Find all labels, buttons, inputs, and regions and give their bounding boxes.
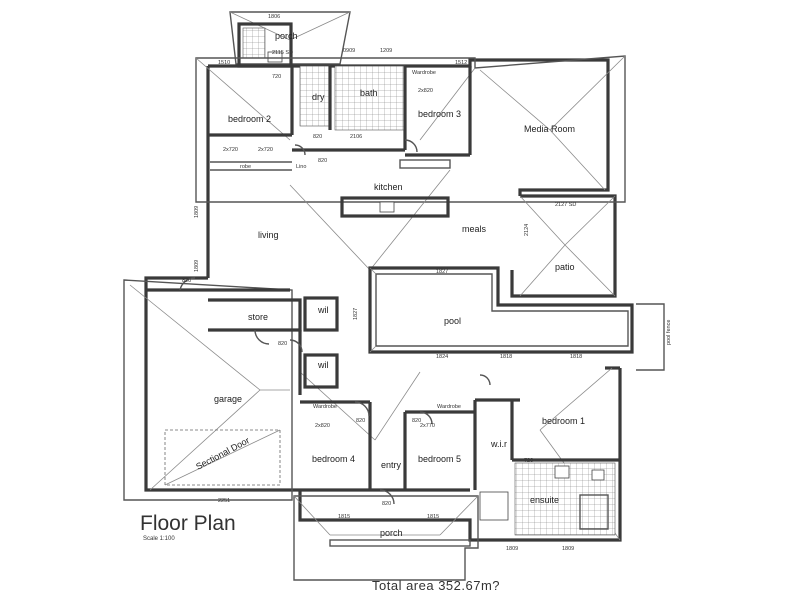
- dim: 820: [382, 501, 391, 507]
- label-robe: robe: [240, 164, 251, 170]
- label-bedroom-4: bedroom 4: [312, 454, 355, 464]
- dim: 1806: [268, 14, 280, 20]
- label-porch-bottom: porch: [380, 528, 403, 538]
- label-media-room: Media Room: [524, 124, 575, 134]
- plan-title: Floor Plan: [140, 512, 236, 535]
- dim: 1209: [380, 48, 392, 54]
- dim: 2x770: [420, 423, 435, 429]
- label-entry: entry: [381, 460, 402, 470]
- store-block: [208, 296, 339, 395]
- label-wil-top: wil: [317, 305, 329, 315]
- label-porch-top: porch: [275, 31, 298, 41]
- dim: 2x720: [223, 147, 238, 153]
- label-wardrobe-2: Wardrobe: [313, 404, 337, 410]
- roof-hip-lines: [123, 55, 626, 581]
- label-garage: garage: [214, 394, 242, 404]
- dim: 2106: [350, 134, 362, 140]
- dim: 1512: [455, 60, 467, 66]
- label-kitchen: kitchen: [374, 182, 403, 192]
- dim: 2115 SD: [272, 50, 293, 56]
- dim: 2x820: [418, 88, 433, 94]
- dim: 820: [412, 418, 421, 424]
- total-area: Total area 352.67m?: [372, 578, 501, 593]
- dim: 820: [356, 418, 365, 424]
- dim: 2127 SD: [555, 202, 576, 208]
- dim: 820: [278, 341, 287, 347]
- label-wil-mid: wil: [317, 360, 329, 370]
- dim: 2251: [218, 498, 230, 504]
- dim: 1815: [427, 514, 439, 520]
- dim: 1824: [436, 354, 448, 360]
- dim: 1827: [436, 269, 448, 275]
- label-wardrobe-3: Wardrobe: [437, 404, 461, 410]
- label-living: living: [258, 230, 279, 240]
- label-bedroom-5: bedroom 5: [418, 454, 461, 464]
- label-bedroom-1: bedroom 1: [542, 416, 585, 426]
- dim: 1815: [338, 514, 350, 520]
- dim: 820: [182, 278, 191, 284]
- door-swings: [179, 139, 491, 505]
- label-wir: w.i.r: [490, 439, 507, 449]
- dim: 1809: [194, 260, 200, 272]
- label-bedroom-2: bedroom 2: [228, 114, 271, 124]
- label-bath: bath: [360, 88, 378, 98]
- dim: 1818: [570, 354, 582, 360]
- dim: 1809: [194, 206, 200, 218]
- label-dry: dry: [312, 92, 325, 102]
- label-lino: Lino: [296, 164, 306, 170]
- dim: 1809: [562, 546, 574, 552]
- label-meals: meals: [462, 224, 487, 234]
- dim: 1827: [353, 308, 359, 320]
- dim: 1809: [506, 546, 518, 552]
- label-sectional-door: Sectional Door: [194, 435, 251, 472]
- dim: 0909: [343, 48, 355, 54]
- interior-walls-top: [208, 65, 472, 171]
- garage-block: [146, 288, 290, 486]
- label-patio: patio: [555, 262, 575, 272]
- label-store: store: [248, 312, 268, 322]
- dim: 1818: [500, 354, 512, 360]
- dim: 820: [318, 158, 327, 164]
- bedroom-wing-walls: [300, 398, 620, 547]
- label-pool: pool: [444, 316, 461, 326]
- dim: 820: [313, 134, 322, 140]
- dim: 1510: [218, 60, 230, 66]
- pool-area: [368, 266, 665, 371]
- label-wardrobe-1: Wardrobe: [412, 70, 436, 76]
- dim: 2x820: [315, 423, 330, 429]
- dim: 2x720: [258, 147, 273, 153]
- label-pool-fence: pool fence: [666, 320, 672, 345]
- dim: 2124: [524, 224, 530, 236]
- label-bedroom-3: bedroom 3: [418, 109, 461, 119]
- kitchen-island: [340, 159, 451, 218]
- plan-scale: Scale 1:100: [143, 536, 175, 542]
- dim: 720: [272, 74, 281, 80]
- dim: 720: [524, 458, 533, 464]
- label-ensuite: ensuite: [530, 495, 559, 505]
